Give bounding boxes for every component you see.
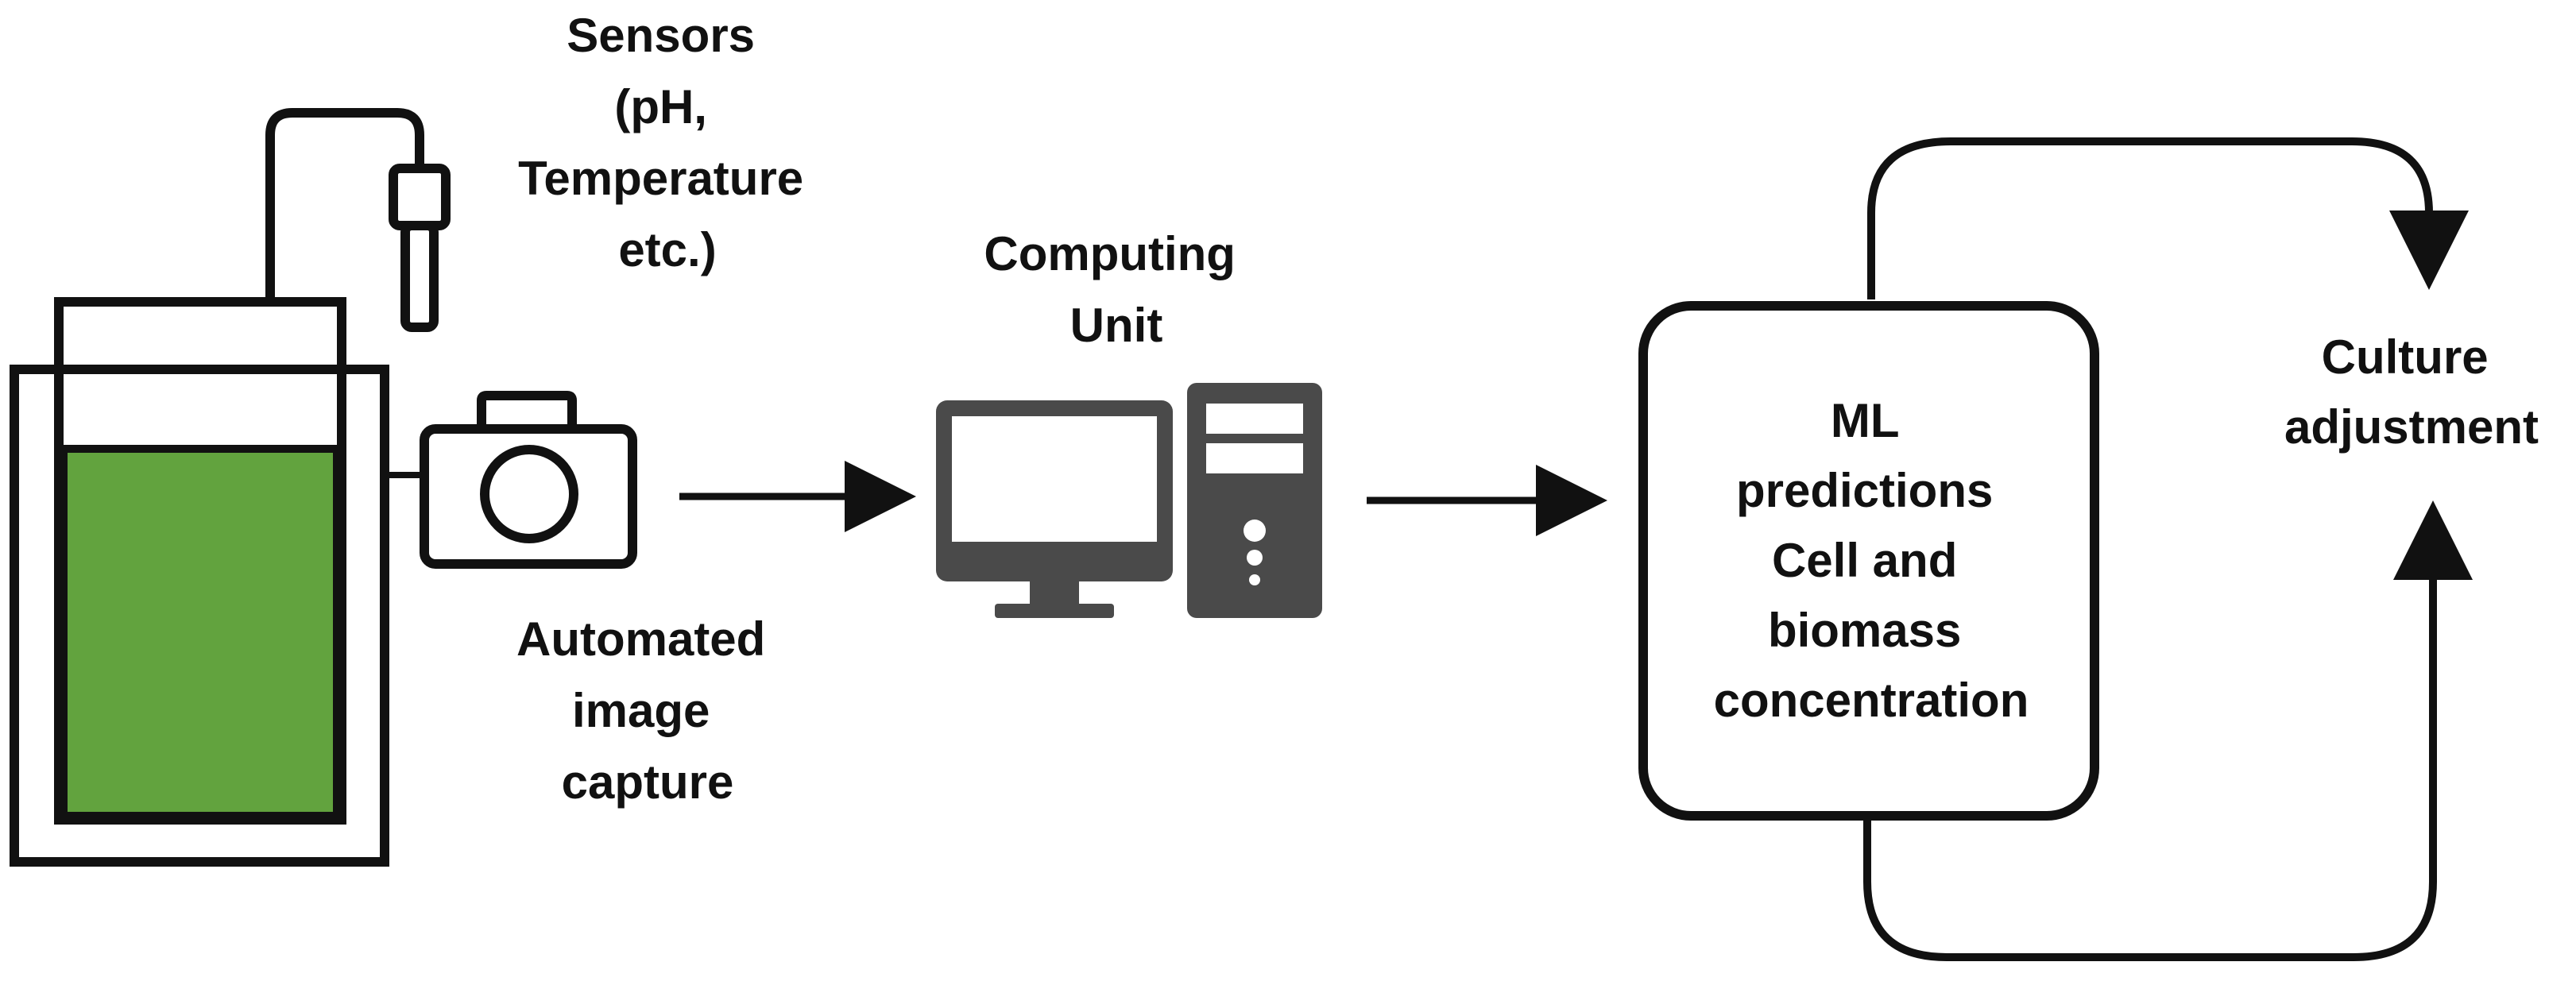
bioreactor-icon [10,297,389,867]
sensors-label: Sensors (pH, Temperature etc.) [518,9,817,276]
computer-tower-icon [1187,383,1322,618]
ml-predictions-label: ML predictions Cell and biomass concentr… [1714,394,2029,727]
culture-adjustment-label: Culture adjustment [2284,330,2539,454]
image-capture-label: Automated image capture [516,612,779,809]
camera-icon [420,391,637,569]
culture-liquid [60,445,341,820]
computing-unit-label: Computing Unit [984,227,1248,352]
sensor-probe-icon [265,108,451,332]
loop-top-arrow [1867,137,2469,299]
loop-bottom-arrow [1863,500,2473,961]
ml-predictions-box [1638,301,2099,821]
monitor-icon [936,400,1173,618]
